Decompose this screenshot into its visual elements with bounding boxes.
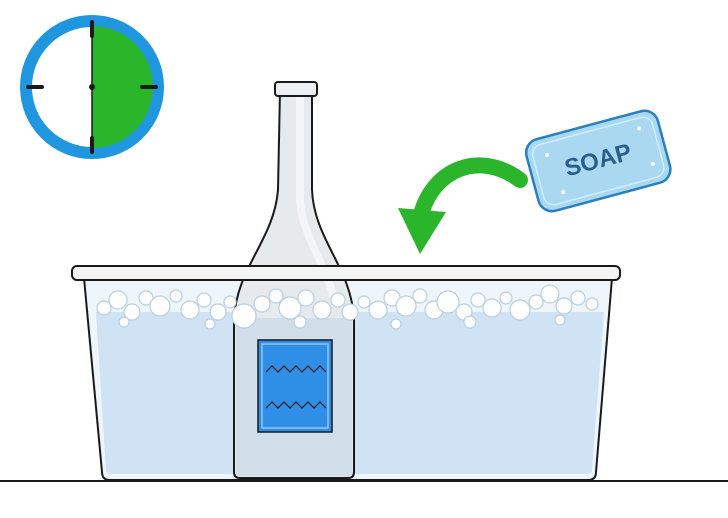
soap-bar: SOAP: [524, 109, 672, 213]
foam-bubble: [312, 300, 332, 320]
foam-bubble: [470, 292, 486, 308]
foam-bubble: [108, 290, 128, 310]
foam-bubble: [390, 318, 402, 330]
foam-bubble: [395, 295, 417, 317]
foam-bubble: [570, 290, 586, 306]
timer-clock-icon: [20, 15, 164, 159]
clock-elapsed-fill: [92, 26, 153, 148]
foam-bubble: [96, 300, 112, 316]
green-arrow-icon: [398, 157, 528, 254]
foam-bubble: [585, 297, 599, 311]
foam-bubble: [540, 284, 560, 304]
foam-bubble: [357, 295, 371, 309]
bottle-label: [257, 339, 333, 433]
foam-bubble: [123, 303, 141, 321]
foam-bubble: [368, 300, 388, 320]
foam-bubble: [149, 295, 171, 317]
foam-bubble: [555, 297, 573, 315]
soap-bubbles: [96, 284, 599, 330]
foam-bubble: [297, 289, 315, 307]
wine-bottle: [233, 81, 355, 479]
foam-bubble: [278, 296, 302, 320]
foam-bubble: [223, 295, 237, 309]
bottle-lip: [274, 81, 318, 97]
foam-bubble: [180, 300, 200, 320]
foam-bubble: [436, 290, 460, 314]
foam-bubble: [231, 303, 257, 329]
foam-bubble: [412, 288, 428, 304]
foam-bubble: [330, 292, 346, 308]
basin-rim: [71, 265, 621, 281]
foam-bubble: [204, 318, 216, 330]
foam-bubble: [118, 316, 130, 328]
foam-bubble: [482, 298, 502, 318]
foam-bubble: [499, 291, 513, 305]
foam-bubble: [463, 315, 477, 329]
foam-bubble: [253, 295, 271, 313]
foam-bubble: [293, 315, 307, 329]
foam-bubble: [196, 292, 212, 308]
foam-bubble: [138, 290, 154, 306]
foam-bubble: [341, 303, 359, 321]
foam-bubble: [509, 299, 531, 321]
foam-bubble: [209, 303, 227, 321]
foam-bubble: [554, 314, 566, 326]
foam-bubble: [169, 289, 183, 303]
foam-bubble: [528, 294, 544, 310]
foam-bubble: [268, 288, 284, 304]
